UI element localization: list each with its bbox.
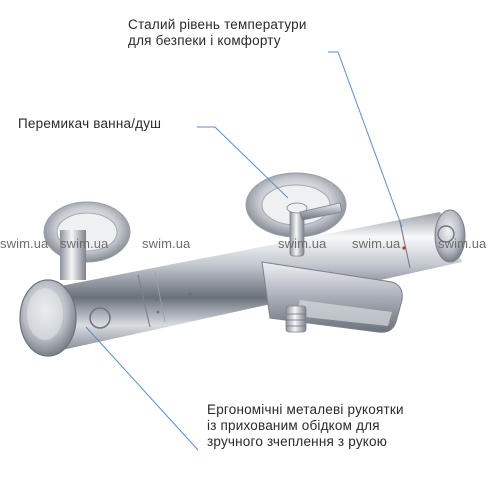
handles-callout-line3: зручного зчеплення з рукою [207,434,388,449]
left-wall-rose [43,201,131,280]
handles-callout: Ергономічні металеві рукоятки із прихова… [207,402,404,450]
watermark: swim.ua [278,236,327,251]
diverter-callout-line1: Перемикач ванна/душ [18,116,162,131]
bath-spout [261,261,403,333]
handles-callout-line1: Ергономічні металеві рукоятки [207,402,404,417]
watermark: swim.ua [0,236,49,251]
handles-callout-line2: із прихованим обідком для [207,418,380,433]
temperature-callout-line1: Сталий рівень температури [128,17,307,32]
watermark: swim.ua [438,236,487,251]
temperature-callout-line2: для безпеки і комфорту [128,33,281,48]
leader-lines [85,51,403,451]
watermark: swim.ua [142,236,191,251]
watermark: swim.ua [60,236,109,251]
watermark: swim.ua [352,236,401,251]
temperature-callout: Сталий рівень температури для безпеки і … [128,17,307,49]
diverter-callout: Перемикач ванна/душ [18,116,161,132]
diverter-lever [286,202,343,257]
temperature-handle [19,279,111,357]
mixer-body [40,209,466,350]
